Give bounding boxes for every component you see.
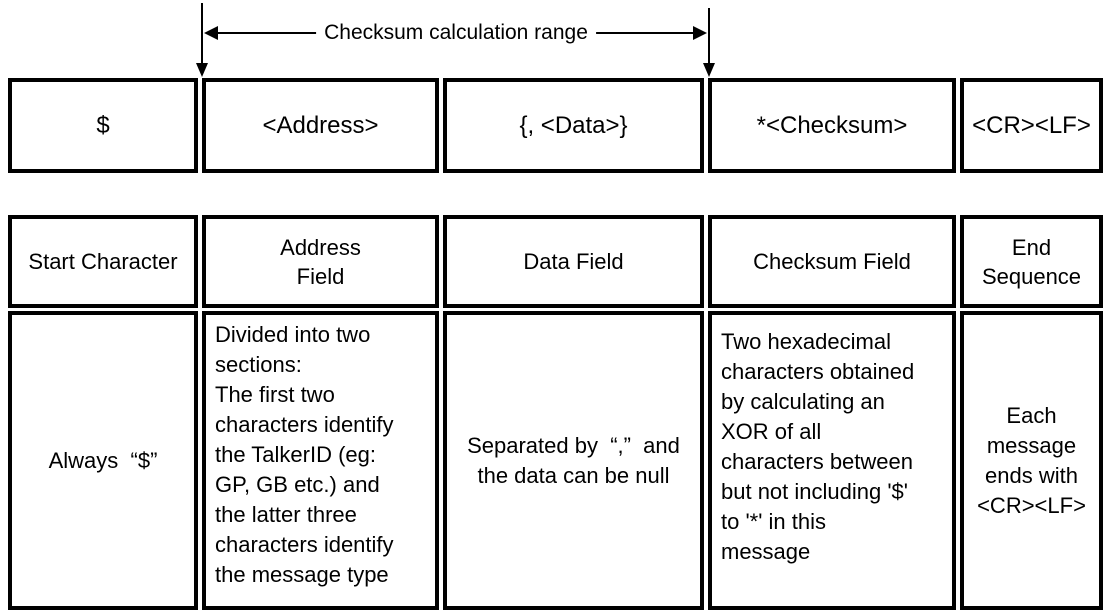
field-box-start-character-label: $ (96, 111, 110, 139)
header-cell-start-character: Start Character (8, 215, 198, 308)
message-structure-row: $ <Address> {, <Data>} *<Checksum> <CR><… (8, 78, 1103, 173)
header-cell-checksum-field: Checksum Field (708, 215, 956, 308)
header-cell-end-sequence-label: End Sequence (981, 234, 1082, 289)
desc-end-sequence-text: Each message ends with <CR><LF> (977, 402, 1086, 518)
desc-data-field-text: Separated by “,” and the data can be nul… (467, 432, 680, 488)
field-box-end-sequence-label: <CR><LF> (972, 111, 1091, 139)
desc-cell-checksum-field: Two hexadecimal characters obtained by c… (708, 311, 956, 610)
range-arrowhead-right (693, 26, 707, 40)
field-box-end-sequence: <CR><LF> (960, 78, 1103, 173)
header-cell-address-field-label: Address Field (280, 234, 361, 289)
field-box-checksum-label: *<Checksum> (756, 111, 908, 139)
desc-cell-end-sequence: Each message ends with <CR><LF> (960, 311, 1103, 610)
field-table-body-row: Always “$” Divided into two sections: Th… (8, 311, 1103, 610)
header-cell-start-character-label: Start Character (28, 249, 178, 274)
field-box-start-character: $ (8, 78, 198, 173)
checksum-range-label: Checksum calculation range (316, 21, 596, 45)
header-cell-checksum-field-label: Checksum Field (753, 249, 911, 274)
range-right-down-arrowhead (703, 63, 715, 77)
header-cell-data-field: Data Field (443, 215, 704, 308)
desc-checksum-field-text: Two hexadecimal characters obtained by c… (721, 329, 915, 564)
field-box-data-label: {, <Data>} (519, 111, 628, 139)
header-cell-end-sequence: End Sequence (960, 215, 1103, 308)
field-box-checksum: *<Checksum> (708, 78, 956, 173)
range-arrowhead-left (204, 26, 218, 40)
desc-start-character-text: Always “$” (48, 447, 158, 473)
desc-cell-data-field: Separated by “,” and the data can be nul… (443, 311, 704, 610)
header-cell-address-field: Address Field (202, 215, 439, 308)
field-table-header-row: Start Character Address Field Data Field… (8, 215, 1103, 308)
field-box-address-label: <Address> (262, 111, 379, 139)
desc-address-field-text: Divided into two sections: The first two… (215, 322, 394, 587)
desc-cell-start-character: Always “$” (8, 311, 198, 610)
field-box-address: <Address> (202, 78, 439, 173)
header-cell-data-field-label: Data Field (523, 249, 624, 274)
desc-cell-address-field: Divided into two sections: The first two… (202, 311, 439, 610)
range-left-down-arrowhead (196, 63, 208, 77)
field-box-data: {, <Data>} (443, 78, 704, 173)
